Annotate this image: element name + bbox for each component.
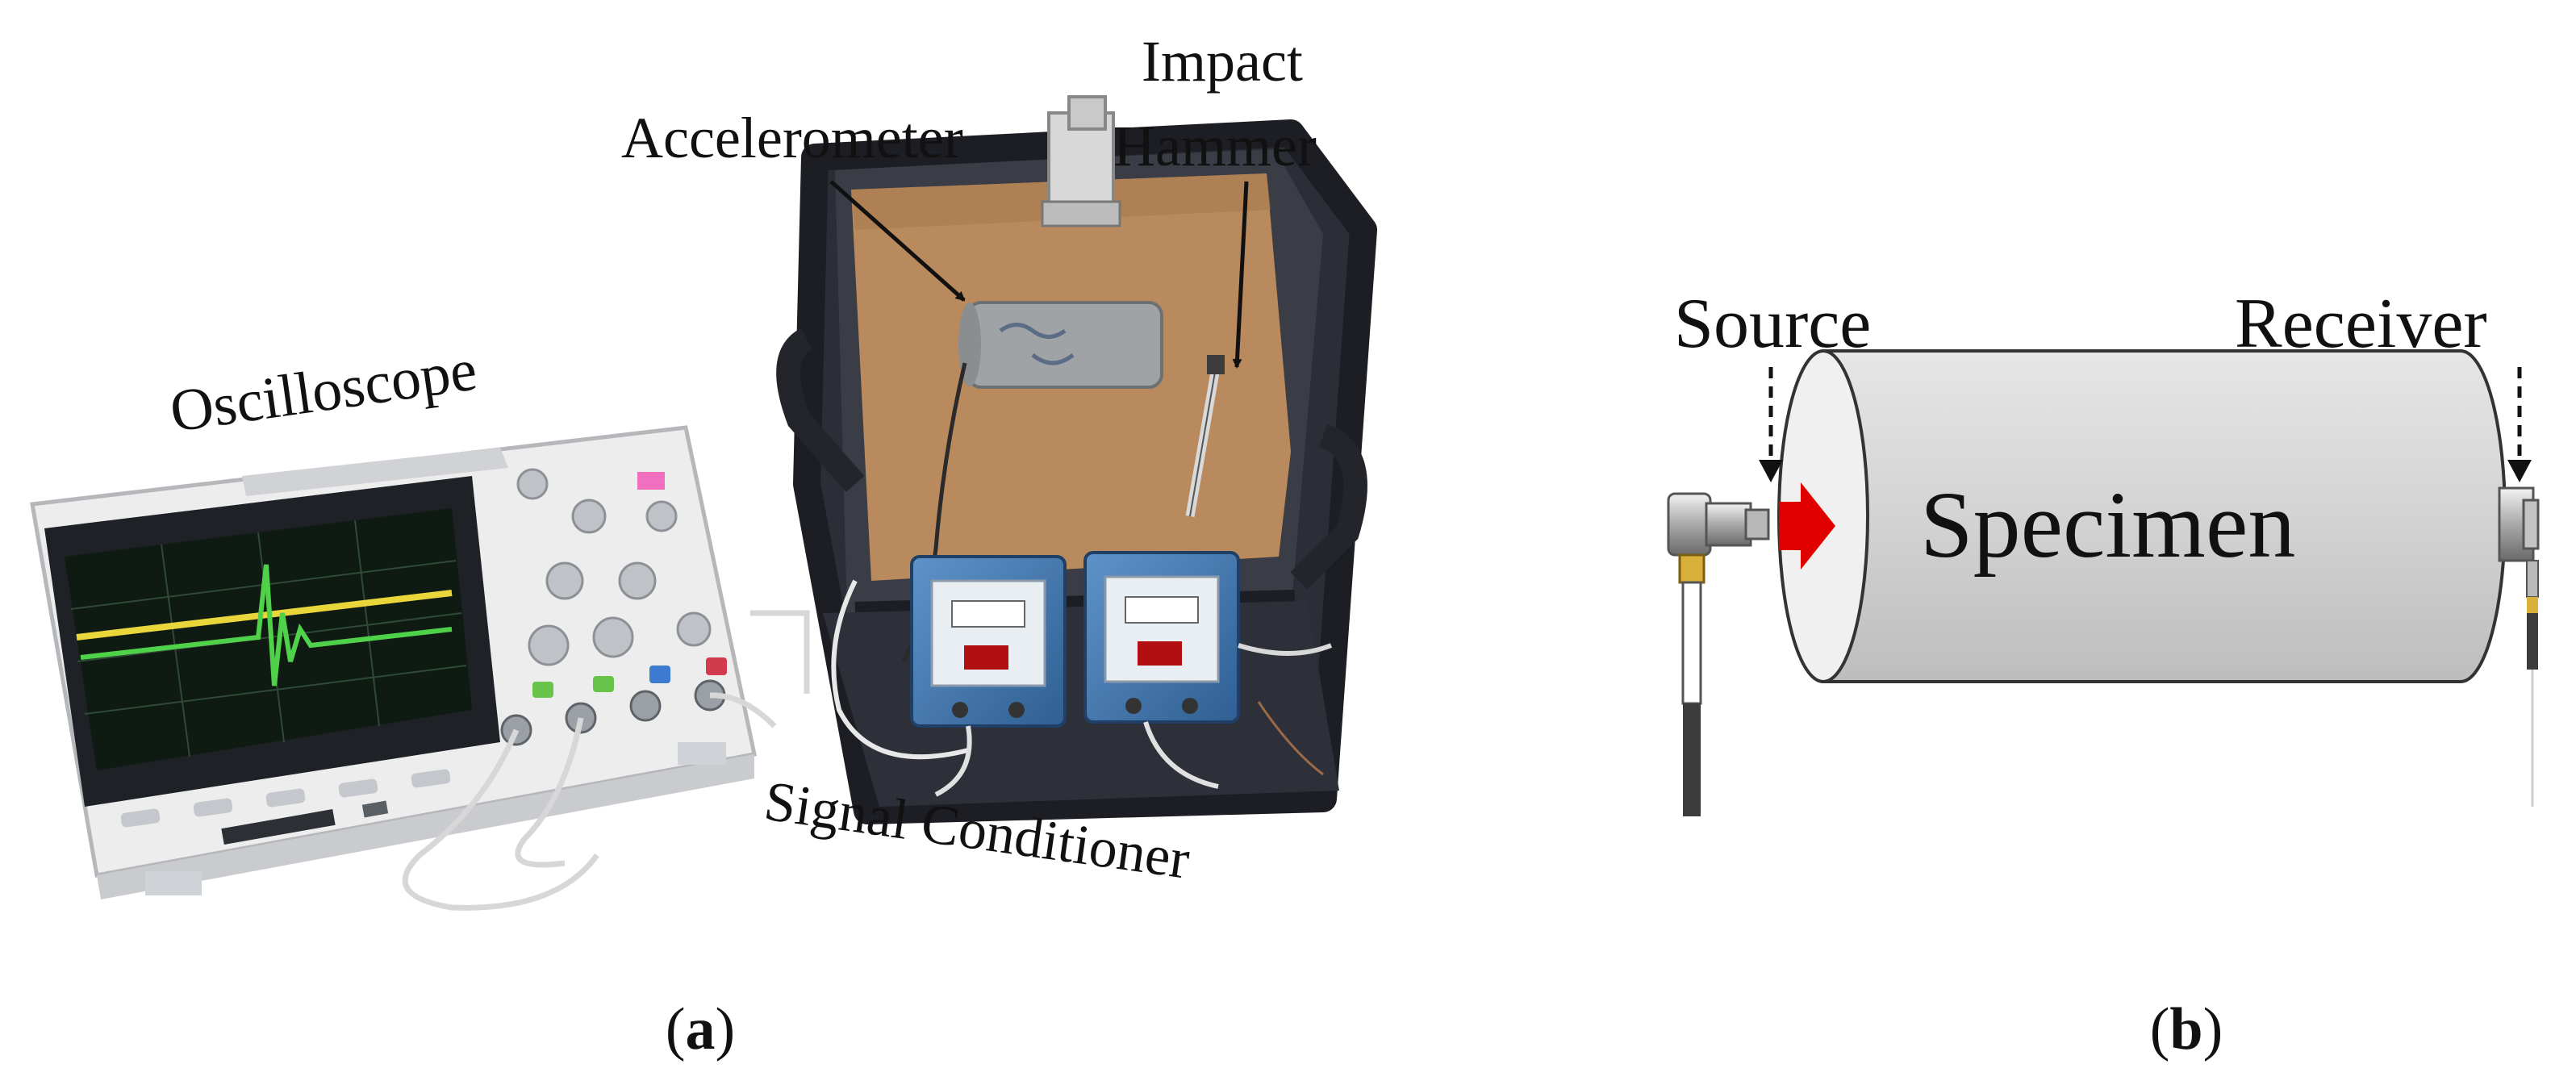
receiver-sensor xyxy=(2498,486,2540,807)
impact-hammer-arrow xyxy=(1232,181,1249,369)
signal-conditioner-right xyxy=(1083,551,1240,724)
test-frame xyxy=(776,119,1377,824)
accelerometer-label: Accelerometer xyxy=(621,106,963,170)
oscilloscope-label: Oscilloscope xyxy=(166,336,481,444)
impact-arrow xyxy=(1779,482,1835,570)
accelerometer-arrow xyxy=(829,180,966,302)
specimen-label: Specimen xyxy=(1920,472,2295,578)
source-label: Source xyxy=(1674,285,1871,363)
cables xyxy=(831,579,1333,797)
caption-b: (b) xyxy=(2150,996,2223,1062)
hammer-holder xyxy=(1041,95,1121,227)
caption-a: (a) xyxy=(666,996,735,1062)
impact-label-line1: Impact xyxy=(1142,29,1303,94)
panel-a: Oscilloscope Accelerometer Impact Hammer… xyxy=(30,29,1377,1062)
oscilloscope-device xyxy=(30,425,810,911)
photo-impact-hammer xyxy=(1185,355,1225,517)
panel-b: Source Receiver Specimen (b) xyxy=(1667,285,2540,1062)
trace-yellow xyxy=(76,590,453,641)
specimen-cylinder xyxy=(1777,349,2507,683)
trace-green xyxy=(80,564,453,686)
photo-specimen xyxy=(958,301,1163,389)
source-dashed-arrow xyxy=(1759,367,1783,482)
source-impactor xyxy=(1667,492,1770,816)
signal-conditioner-left xyxy=(910,555,1067,728)
oscilloscope-screen xyxy=(65,508,472,770)
hammer-label-line2: Hammer xyxy=(1113,114,1317,178)
receiver-label: Receiver xyxy=(2235,285,2487,363)
receiver-dashed-arrow xyxy=(2507,367,2532,482)
